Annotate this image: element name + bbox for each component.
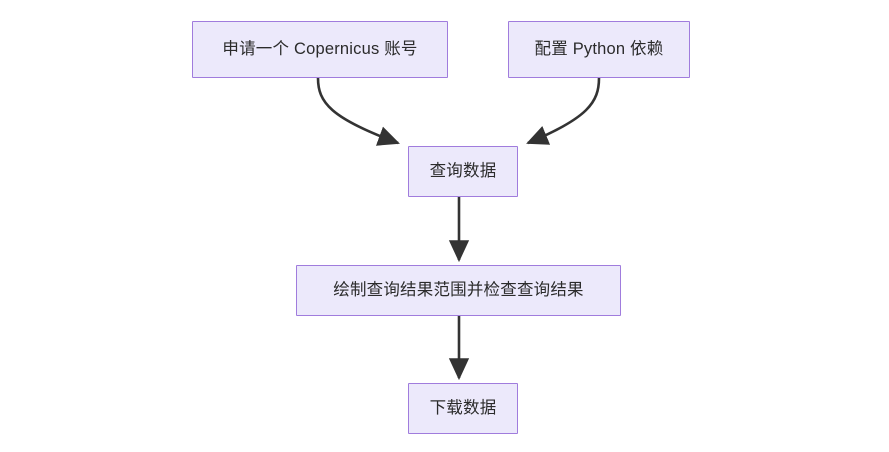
node-label: 配置 Python 依赖 bbox=[534, 39, 664, 58]
edge-apply-to-query bbox=[316, 77, 400, 146]
node-label: 申请一个 Copernicus 账号 bbox=[222, 39, 418, 58]
node-label: 下载数据 bbox=[429, 398, 497, 417]
node-label: 查询数据 bbox=[429, 161, 497, 180]
node-plot-and-check-query-results[interactable]: 绘制查询结果范围并检查查询结果 bbox=[296, 265, 621, 316]
node-query-data[interactable]: 查询数据 bbox=[408, 146, 518, 197]
node-configure-python-dependencies[interactable]: 配置 Python 依赖 bbox=[508, 21, 690, 78]
edge-python-to-query bbox=[526, 77, 601, 145]
node-download-data[interactable]: 下载数据 bbox=[408, 383, 518, 434]
node-apply-copernicus-account[interactable]: 申请一个 Copernicus 账号 bbox=[192, 21, 448, 78]
node-label: 绘制查询结果范围并检查查询结果 bbox=[333, 280, 584, 299]
